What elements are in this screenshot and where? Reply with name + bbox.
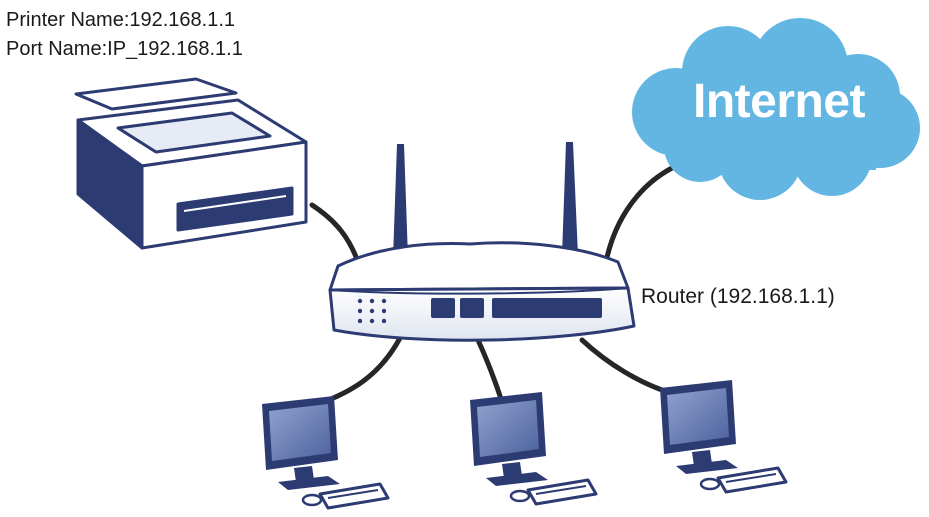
port-name-label: Port Name:IP_192.168.1.1: [6, 38, 243, 60]
internet-label: Internet: [692, 75, 866, 128]
router-antennas: [393, 142, 578, 258]
cable-router-computer-left: [315, 335, 403, 407]
router-label: Router (192.168.1.1): [641, 285, 835, 308]
router-ports: [431, 298, 602, 318]
computer-right: [660, 380, 788, 494]
router-icon: [328, 241, 636, 342]
computer-left: [262, 396, 390, 510]
desktop-computer-icon: [660, 380, 788, 494]
printer-icon: [74, 77, 308, 250]
cable-internet-router: [603, 165, 675, 265]
desktop-computer-icon: [470, 392, 598, 506]
network-cables: [309, 165, 675, 407]
internet-cloud-icon: [632, 18, 920, 200]
cable-router-computer-right: [579, 337, 665, 393]
router-led-grid: [357, 298, 387, 324]
computer-center: [470, 392, 598, 506]
desktop-computer-icon: [262, 396, 390, 510]
printer-name-label: Printer Name:192.168.1.1: [6, 9, 236, 31]
cable-router-computer-center: [475, 337, 503, 399]
cable-printer-router: [309, 202, 361, 265]
